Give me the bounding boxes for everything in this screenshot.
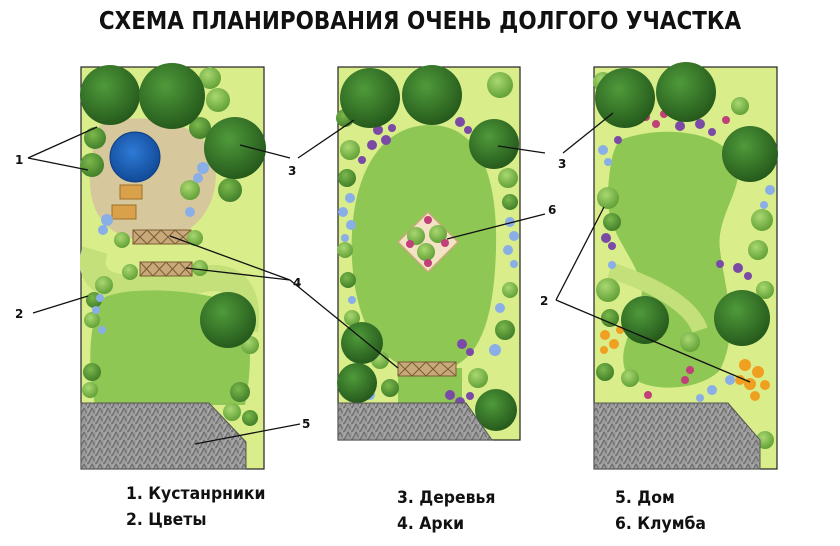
house-roof (80, 402, 247, 470)
callout-3: 3 (558, 157, 566, 171)
garden-plan-2 (336, 65, 521, 441)
arch (397, 361, 457, 377)
trees (595, 62, 778, 346)
legend-item-flowers: 2. Цветы (126, 510, 207, 530)
flowers-purple (601, 116, 752, 280)
arch (139, 261, 193, 277)
callout-2: 2 (540, 294, 548, 308)
garden-path (607, 262, 708, 334)
legend-item-shrubs: 1. Кустанрники (126, 484, 266, 504)
legend-column-2: 3. Деревья 4. Арки (397, 485, 495, 537)
garden-plan-3 (593, 62, 778, 470)
arch (132, 229, 192, 245)
callout-labels: 1 2 4 5 3 6 3 2 (15, 153, 566, 431)
shrubs (80, 67, 259, 426)
garden-plan-1 (80, 63, 266, 470)
callout-1: 1 (15, 153, 23, 167)
leader-lines (27, 112, 751, 445)
callout-5: 5 (302, 417, 310, 431)
pool (109, 131, 161, 183)
legend-item-arches: 4. Арки (397, 514, 465, 534)
legend-item-house: 5. Дом (615, 488, 675, 508)
lounger (111, 204, 137, 220)
house-roof (337, 402, 493, 441)
trees (337, 65, 519, 431)
flowers-blue (92, 162, 209, 334)
callout-3: 3 (288, 164, 296, 178)
callout-6: 6 (548, 203, 556, 217)
callout-2: 2 (15, 307, 23, 321)
trees (80, 63, 266, 348)
legend-column-1: 1. Кустанрники 2. Цветы (126, 481, 265, 533)
legend-item-trees: 3. Деревья (397, 488, 496, 508)
house-roof (593, 402, 761, 470)
flowerbed (396, 210, 460, 274)
flowers-purple (358, 117, 474, 407)
lounger (119, 184, 143, 200)
legend-item-flowerbed: 6. Клумба (615, 514, 706, 534)
legend-column-3: 5. Дом 6. Клумба (615, 485, 706, 537)
page-title: СХЕМА ПЛАНИРОВАНИЯ ОЧЕНЬ ДОЛГОГО УЧАСТКА (98, 6, 742, 35)
callout-4: 4 (293, 276, 301, 290)
flowers-blue (598, 145, 775, 402)
